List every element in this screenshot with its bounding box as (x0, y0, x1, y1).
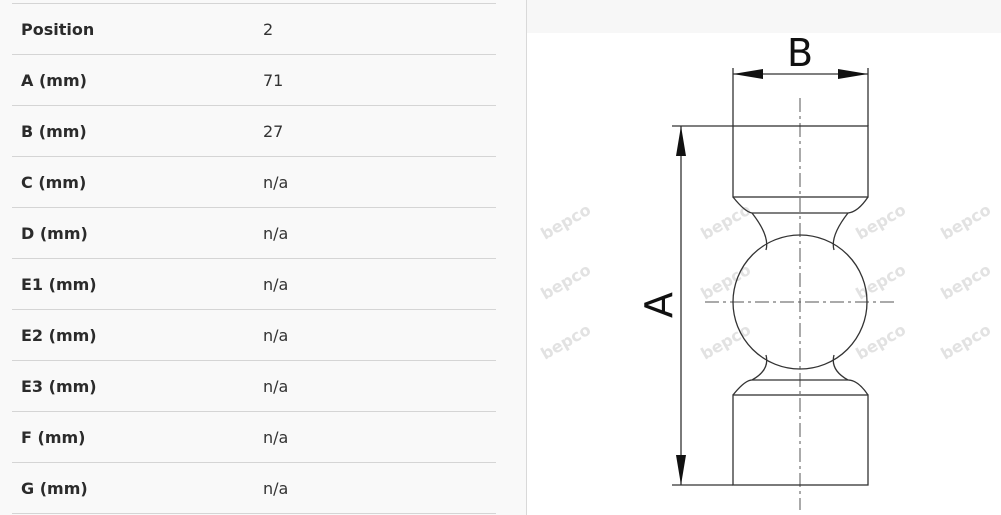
watermark: bepco (698, 200, 754, 244)
watermark: bepco (698, 260, 754, 304)
spec-row: B (mm)27 (12, 105, 496, 157)
spec-label: E2 (mm) (12, 309, 254, 361)
watermark: bepco (938, 200, 994, 244)
spec-row: A (mm)71 (12, 54, 496, 106)
spec-value: n/a (254, 258, 496, 310)
spec-label: A (mm) (12, 54, 254, 106)
label-b: B (787, 33, 813, 75)
watermark: bepco (538, 320, 594, 364)
ball (732, 234, 868, 370)
spec-row: G (mm)n/a (12, 462, 496, 514)
top-neck (732, 196, 869, 214)
spec-value: 27 (254, 105, 496, 157)
watermark: bepco (938, 260, 994, 304)
watermark: bepco (853, 260, 909, 304)
lower-neck-curves (751, 354, 849, 381)
watermark: bepco (538, 260, 594, 304)
spec-value: n/a (254, 207, 496, 259)
image-header-strip (527, 0, 1001, 33)
spec-value: 71 (254, 54, 496, 106)
spec-label: E3 (mm) (12, 360, 254, 412)
spec-label: D (mm) (12, 207, 254, 259)
arrow-icon (733, 69, 763, 79)
spec-value: n/a (254, 309, 496, 361)
technical-drawing: bepco bepco bepco bepco bepco bepco bepco bepco… (538, 33, 994, 510)
spec-label: C (mm) (12, 156, 254, 208)
spec-value: 2 (254, 3, 496, 55)
spec-label: G (mm) (12, 462, 254, 514)
spec-row: F (mm)n/a (12, 411, 496, 463)
bottom-cylinder (732, 394, 869, 486)
spec-row: E2 (mm)n/a (12, 309, 496, 361)
spec-value: n/a (254, 156, 496, 208)
spec-label: F (mm) (12, 411, 254, 463)
spec-label: Position (12, 3, 254, 55)
arrow-icon (838, 69, 868, 79)
spec-row: E3 (mm)n/a (12, 360, 496, 412)
upper-neck-curves (751, 212, 849, 251)
spec-row: C (mm)n/a (12, 156, 496, 208)
watermark: bepco (853, 320, 909, 364)
watermark: bepco (938, 320, 994, 364)
spec-value: n/a (254, 462, 496, 514)
spec-row: E1 (mm)n/a (12, 258, 496, 310)
label-a: A (637, 292, 681, 318)
watermark: bepco (538, 200, 594, 244)
spec-value: n/a (254, 411, 496, 463)
spec-row: D (mm)n/a (12, 207, 496, 259)
arrow-icon (676, 455, 686, 485)
spec-label: E1 (mm) (12, 258, 254, 310)
bottom-neck (732, 379, 869, 396)
top-cylinder (732, 125, 869, 198)
arrow-icon (676, 126, 686, 156)
spec-value: n/a (254, 360, 496, 412)
spec-label: B (mm) (12, 105, 254, 157)
